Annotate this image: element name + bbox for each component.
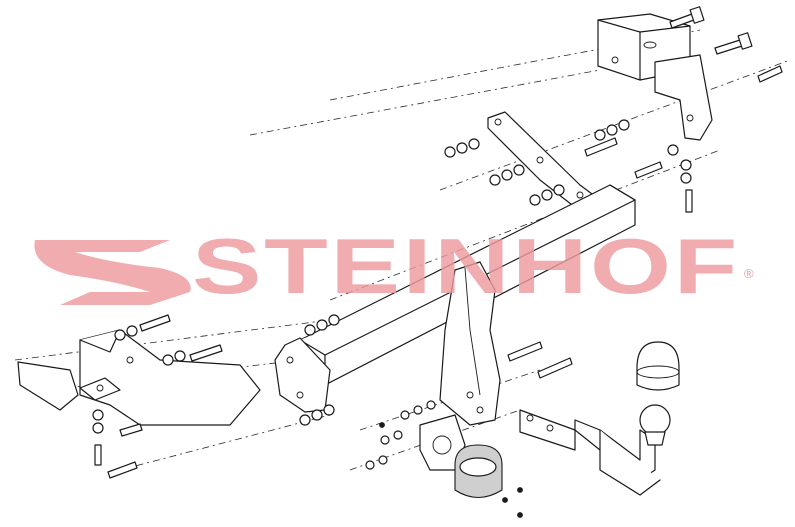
steinhof-logo-swoosh <box>34 240 191 305</box>
bolt <box>189 344 223 362</box>
mounting-bracket-right <box>597 13 713 141</box>
towbar-neck <box>519 409 661 496</box>
mounting-bracket-left <box>17 329 261 426</box>
bolt <box>94 444 102 466</box>
bolt <box>507 341 543 362</box>
bolt <box>757 65 783 83</box>
brand-wordmark: STEINHOF <box>192 222 740 310</box>
steinhof-watermark: STEINHOF ® <box>34 222 754 310</box>
ball-cover <box>636 341 680 391</box>
nuts-and-washers <box>92 119 692 518</box>
bolt <box>669 6 705 29</box>
bolts <box>94 6 783 479</box>
bolt <box>139 314 171 332</box>
bolt <box>537 357 573 379</box>
electrical-socket <box>454 444 503 499</box>
bolt <box>119 423 143 437</box>
bolt <box>584 137 618 157</box>
registered-mark: ® <box>744 266 754 281</box>
tow-ball <box>639 404 671 446</box>
central-bracket <box>439 261 501 426</box>
bolt <box>685 189 693 213</box>
bolt <box>714 32 753 55</box>
bolt <box>634 161 663 179</box>
bolt <box>107 461 138 479</box>
